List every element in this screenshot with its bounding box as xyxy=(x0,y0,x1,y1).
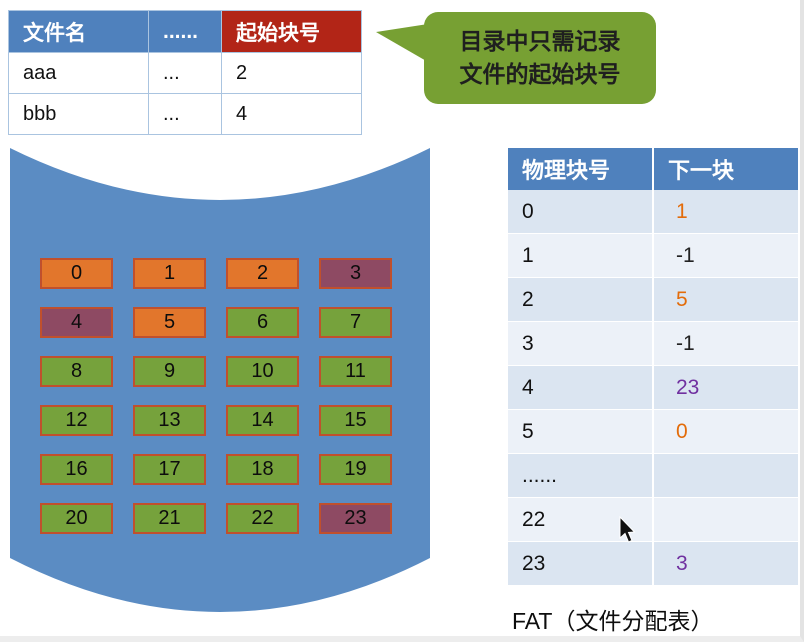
fat-header-row: 物理块号 下一块 xyxy=(508,148,800,190)
callout-bubble: 目录中只需记录 文件的起始块号 xyxy=(424,12,656,104)
fat-row: 22 xyxy=(508,498,800,542)
disk-block: 17 xyxy=(133,454,206,485)
fat-next-value: 23 xyxy=(676,375,700,399)
disk-block: 13 xyxy=(133,405,206,436)
fat-next-cell xyxy=(654,498,800,542)
directory-header-row: 文件名 ...... 起始块号 xyxy=(8,10,362,53)
fat-row: 0 1 xyxy=(508,190,800,234)
fat-row: 3 -1 xyxy=(508,322,800,366)
directory-row: bbb ... 4 xyxy=(8,93,362,135)
disk-block: 12 xyxy=(40,405,113,436)
disk-block: 19 xyxy=(319,454,392,485)
disk-block-grid: 0 1 2 3 4 5 6 7 8 9 10 11 12 13 14 15 16… xyxy=(40,258,392,534)
fat-next-cell: -1 xyxy=(654,234,800,278)
start-block-cell: 4 xyxy=(221,93,362,135)
fat-row: 4 23 xyxy=(508,366,800,410)
fat-next-value: 1 xyxy=(676,199,688,223)
fat-next-value: 5 xyxy=(676,287,688,311)
disk-block: 20 xyxy=(40,503,113,534)
fat-block-cell: 4 xyxy=(508,366,654,410)
fat-next-cell: 1 xyxy=(654,190,800,234)
fat-block-cell: 3 xyxy=(508,322,654,366)
directory-table: 文件名 ...... 起始块号 aaa ... 2 bbb ... 4 xyxy=(8,10,362,135)
fat-next-cell: 0 xyxy=(654,410,800,454)
file-name-cell: aaa xyxy=(8,52,149,94)
disk-block: 7 xyxy=(319,307,392,338)
fat-row: 1 -1 xyxy=(508,234,800,278)
disk-block: 1 xyxy=(133,258,206,289)
directory-header-dots: ...... xyxy=(148,10,222,53)
fat-caption: FAT（文件分配表） xyxy=(512,608,714,634)
fat-next-cell: 23 xyxy=(654,366,800,410)
disk-block: 4 xyxy=(40,307,113,338)
callout-text-line1: 目录中只需记录 xyxy=(459,28,621,54)
disk-block: 18 xyxy=(226,454,299,485)
mouse-cursor xyxy=(619,516,636,543)
file-name-cell: bbb xyxy=(8,93,149,135)
disk-block: 15 xyxy=(319,405,392,436)
callout-text-line2: 文件的起始块号 xyxy=(459,61,621,87)
fat-next-cell: 3 xyxy=(654,542,800,586)
fat-next-cell xyxy=(654,454,800,498)
fat-block-cell: 0 xyxy=(508,190,654,234)
dots-cell: ... xyxy=(148,52,222,94)
fat-table: 物理块号 下一块 0 1 1 -1 2 5 3 -1 4 23 5 0 ....… xyxy=(508,148,800,586)
fat-next-cell: 5 xyxy=(654,278,800,322)
fat-block-cell: 23 xyxy=(508,542,654,586)
fat-block-cell: 5 xyxy=(508,410,654,454)
directory-header-startblock: 起始块号 xyxy=(221,10,362,53)
disk-block: 5 xyxy=(133,307,206,338)
disk-block: 21 xyxy=(133,503,206,534)
fat-row: 5 0 xyxy=(508,410,800,454)
disk-block: 2 xyxy=(226,258,299,289)
fat-header-block: 物理块号 xyxy=(508,148,654,190)
start-block-cell: 2 xyxy=(221,52,362,94)
directory-header-filename: 文件名 xyxy=(8,10,149,53)
disk-block: 16 xyxy=(40,454,113,485)
disk-block: 22 xyxy=(226,503,299,534)
fat-next-value: -1 xyxy=(676,331,695,355)
disk-block: 11 xyxy=(319,356,392,387)
fat-row: ...... xyxy=(508,454,800,498)
disk-block: 23 xyxy=(319,503,392,534)
fat-next-value: 3 xyxy=(676,551,688,575)
fat-row: 23 3 xyxy=(508,542,800,586)
disk-block: 8 xyxy=(40,356,113,387)
directory-row: aaa ... 2 xyxy=(8,52,362,94)
disk-block: 9 xyxy=(133,356,206,387)
disk-block: 14 xyxy=(226,405,299,436)
disk-block: 10 xyxy=(226,356,299,387)
disk-block: 0 xyxy=(40,258,113,289)
fat-block-cell: 1 xyxy=(508,234,654,278)
fat-next-cell: -1 xyxy=(654,322,800,366)
callout-pointer xyxy=(376,24,428,62)
fat-block-cell: 2 xyxy=(508,278,654,322)
fat-row: 2 5 xyxy=(508,278,800,322)
disk-block: 6 xyxy=(226,307,299,338)
disk-block: 3 xyxy=(319,258,392,289)
fat-header-next: 下一块 xyxy=(654,148,800,190)
fat-next-value: -1 xyxy=(676,243,695,267)
dots-cell: ... xyxy=(148,93,222,135)
fat-block-cell: ...... xyxy=(508,454,654,498)
fat-next-value: 0 xyxy=(676,419,688,443)
